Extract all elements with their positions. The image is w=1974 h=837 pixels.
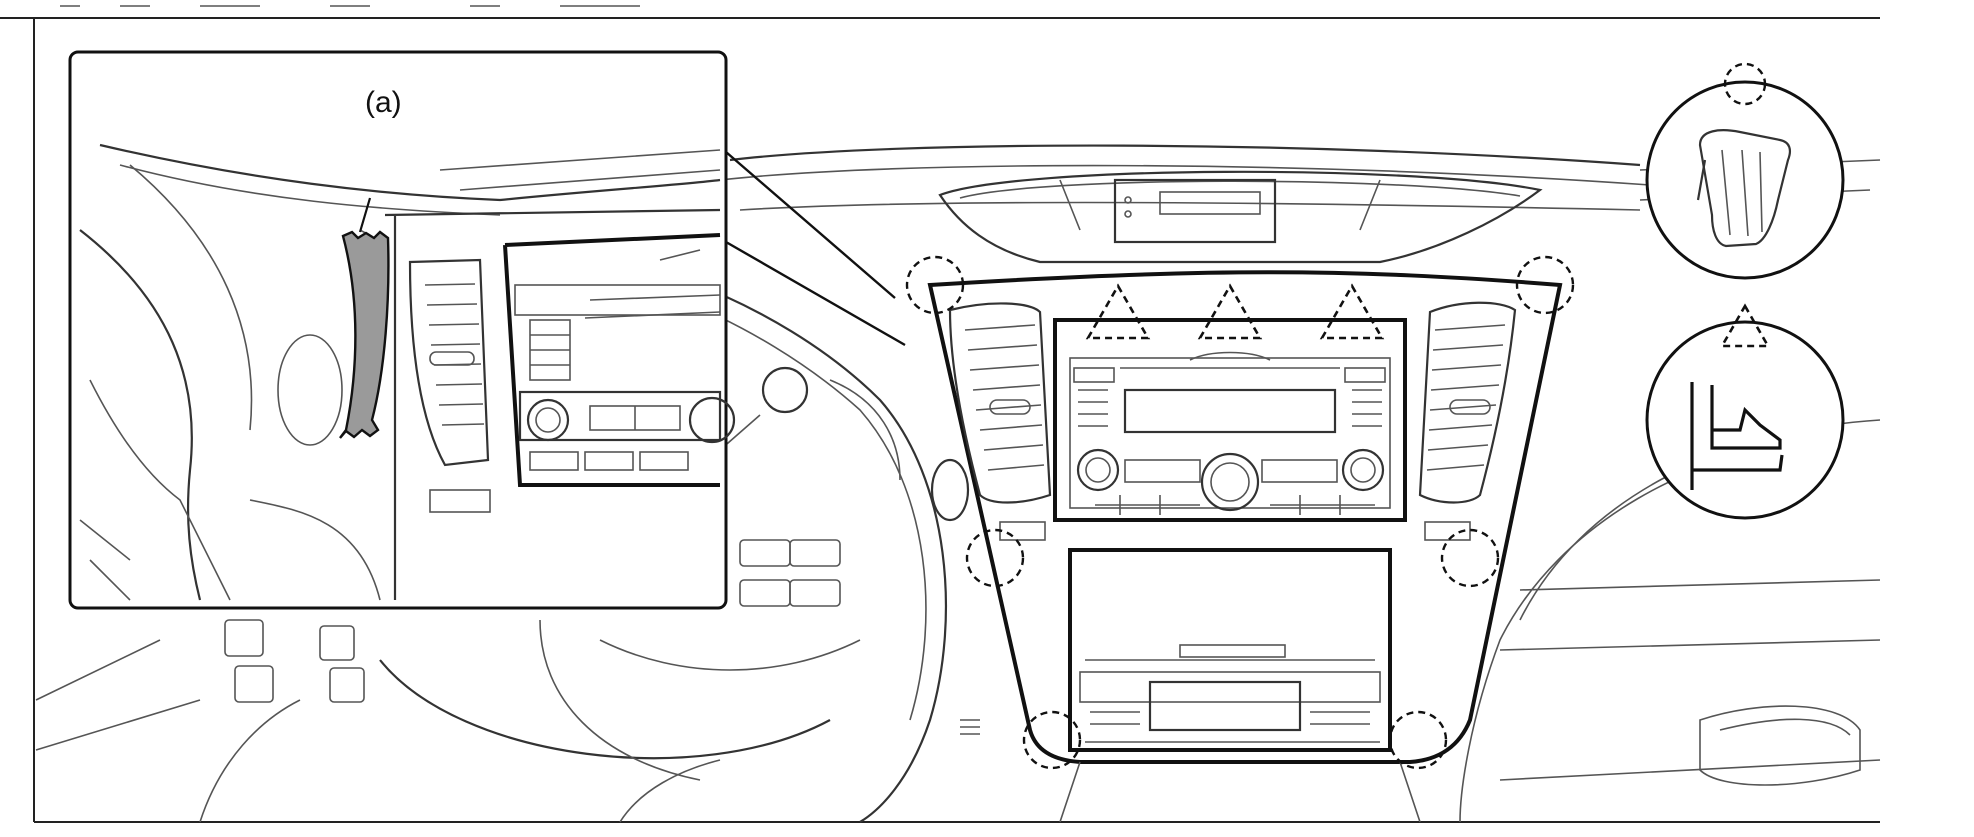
clip-icon [1645, 62, 1845, 280]
callout-label: (a) [365, 86, 402, 119]
claw-icon [1645, 303, 1845, 520]
clip-marker [905, 255, 965, 315]
claw-marker [1085, 283, 1151, 340]
protective-tape [339, 230, 390, 439]
claw-marker [1319, 283, 1385, 340]
clip-marker [1515, 255, 1575, 315]
clip-marker [1440, 528, 1500, 588]
inset-dashboard-lines [79, 143, 736, 601]
clip-locations [905, 255, 1575, 770]
clip-marker [1388, 710, 1448, 770]
claw-marker [1197, 283, 1263, 340]
center-panel [927, 270, 1563, 823]
clip-marker [965, 528, 1025, 588]
claw-locations [1085, 283, 1385, 340]
detail-inset: (a) [68, 50, 906, 610]
clip-marker [1022, 710, 1082, 770]
figure-frame [0, 5, 1880, 823]
